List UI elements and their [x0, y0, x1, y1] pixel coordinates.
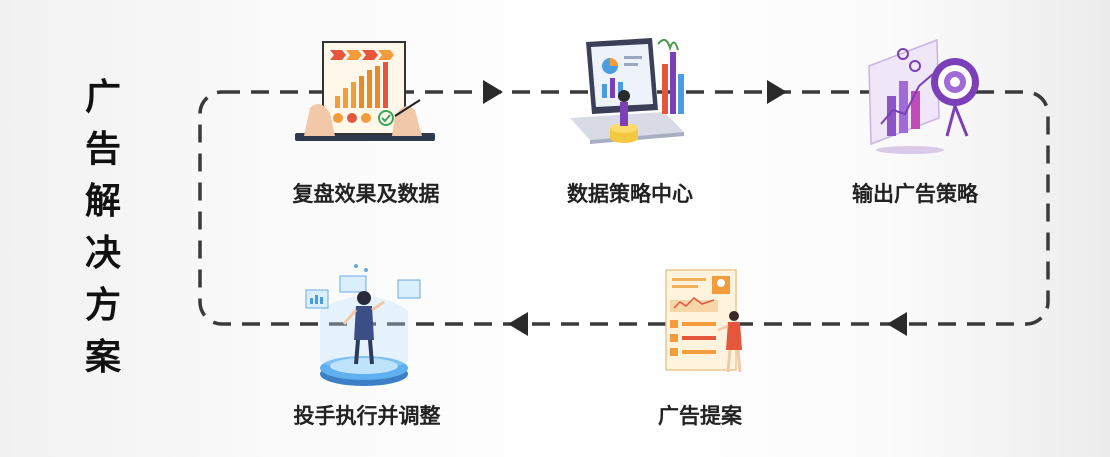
title-char: 决 — [84, 233, 121, 274]
vertical-title: 广 告 解 决 方 案 — [78, 72, 128, 384]
arrow-right-1 — [483, 80, 503, 104]
step-label-proposal: 广告提案 — [658, 404, 742, 428]
dashed-loop-path — [198, 90, 1050, 326]
arrow-left-2 — [508, 312, 528, 336]
laptop-data-icon — [570, 38, 684, 144]
arrow-left-1 — [887, 312, 907, 336]
arrow-right-2 — [767, 80, 787, 104]
step-label-strategy-center: 数据策略中心 — [567, 182, 693, 206]
title-char: 告 — [84, 129, 121, 170]
step-label-output-strategy: 输出广告策略 — [852, 182, 978, 206]
target-strategy-icon — [868, 38, 979, 154]
step-label-execute: 投手执行并调整 — [293, 404, 441, 428]
report-review-icon — [295, 41, 435, 141]
title-char: 方 — [84, 285, 121, 326]
hologram-operator-icon — [305, 264, 421, 386]
title-char: 解 — [84, 181, 121, 222]
step-label-review: 复盘效果及数据 — [292, 182, 440, 206]
title-char: 广 — [84, 77, 121, 118]
proposal-board-icon — [665, 269, 742, 373]
title-char: 案 — [84, 337, 121, 378]
